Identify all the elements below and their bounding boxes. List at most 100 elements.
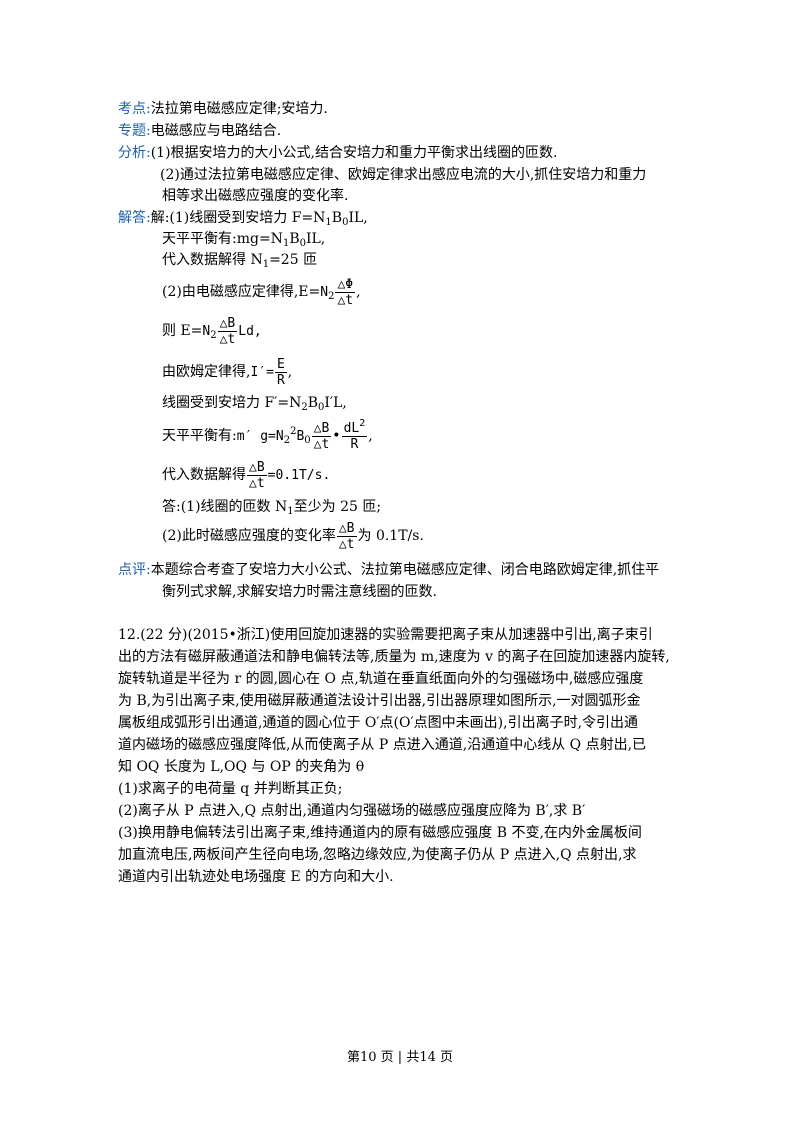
jieda-l4-pre: (2)由电磁感应定律得,E= <box>162 284 321 300</box>
jieda-l8-pre: 天平平衡有: <box>162 428 237 444</box>
problem12-q3-line2: 加直流电压,两板间产生径向电场,忽略边缘效应,为使离子仍从 P 点进入,Q 点射… <box>118 847 637 863</box>
problem12-q1: (1)求离子的电荷量 q 并判断其正负; <box>118 781 343 797</box>
jieda-l1-sub1: 1 <box>325 217 332 228</box>
fraction-denominator: R <box>276 372 285 388</box>
jieda-l1-sub2: 0 <box>342 217 349 228</box>
problem12-line5: 属板组成弧形引出通道,通道的圆心位于 O′点(O′点图中未画出),引出离子时,令… <box>118 715 639 731</box>
fraction-denominator: R <box>350 436 359 452</box>
jieda-l1: 解:(1)线圈受到安培力 F=N <box>150 210 326 226</box>
fraction-db-dt: △B△t <box>336 521 357 552</box>
jieda-l8-sup: 2 <box>290 426 297 437</box>
jieda-l11-pre: (2)此时磁感应强度的变化率 <box>162 528 336 544</box>
jieda-l7: 线圈受到安培力 F′=N <box>162 395 302 411</box>
jieda-l1-b: B <box>331 210 343 226</box>
jieda-l5-n: N <box>202 324 211 339</box>
jieda-line-2: 天平平衡有:mg=N1B0IL, <box>162 228 325 250</box>
fraction-denominator: △t <box>219 331 236 347</box>
jieda-l7-b: B <box>307 395 318 411</box>
fenxi-label: 分析: <box>118 145 151 161</box>
jieda-l10-end: 至少为 25 匝; <box>293 499 382 515</box>
jieda-l3-sub: 1 <box>262 259 270 270</box>
problem12-line3: 旋转轨道是半径为 r 的圆,圆心在 O 点,轨道在垂直纸面向外的匀强磁场中,磁感… <box>118 671 644 687</box>
zhuanti-line: 专题:电磁感应与电路结合. <box>118 120 281 142</box>
jieda-line-9: 代入数据解得△B△t=0.1T/s. <box>162 459 330 492</box>
jieda-l8-sub0: 0 <box>304 435 311 446</box>
jieda-l5-sub: 2 <box>210 330 217 341</box>
problem12-line4: 为 B,为引出离子束,使用磁屏蔽通道法设计引出器,引出器原理如图所示,一对圆弧形… <box>118 693 641 709</box>
fraction-numerator: △B <box>311 420 332 437</box>
jieda-l4-sub: 2 <box>328 291 335 302</box>
jieda-label: 解答: <box>118 210 151 226</box>
jieda-l8-end: , <box>368 428 373 444</box>
jieda-line-4: (2)由电磁感应定律得,E=N2△Φ△t, <box>162 276 361 309</box>
jieda-l7-sub2: 0 <box>318 402 325 413</box>
jieda-l4-end: , <box>356 284 361 300</box>
jieda-line-7: 线圈受到安培力 F′=N2B0I′L, <box>162 392 347 414</box>
fraction-db-dt: △B△t <box>311 420 332 452</box>
zhuanti-text: 电磁感应与电路结合. <box>150 123 282 139</box>
fraction-denominator: △t <box>338 536 355 552</box>
problem12-line7: 知 OQ 长度为 L,OQ 与 OP 的夹角为 θ <box>118 759 365 775</box>
jieda-l11-end: 为 0.1T/s. <box>357 528 424 544</box>
fenxi-line-1: 分析:(1)根据安培力的大小公式,结合安培力和重力平衡求出线圈的匝数. <box>118 142 557 164</box>
jieda-l5-pre: 则 E= <box>162 323 203 339</box>
jieda-l2-sub2: 0 <box>299 238 306 249</box>
jieda-l5-end: Ld, <box>238 324 262 339</box>
kaodian-label: 考点: <box>118 101 151 117</box>
jieda-l6-i: I′= <box>250 365 274 380</box>
kaodian-text: 法拉第电磁感应定律;安培力. <box>150 101 328 117</box>
fraction-numerator-text: dL <box>343 420 360 436</box>
jieda-l9-pre: 代入数据解得 <box>162 467 246 483</box>
jieda-l6-pre: 由欧姆定律得, <box>162 364 251 380</box>
jieda-l8-b: B <box>296 429 305 444</box>
jieda-line-10: 答:(1)线圈的匝数 N1至少为 25 匝; <box>162 496 381 518</box>
jieda-l3: 代入数据解得 N <box>162 252 263 268</box>
jieda-l4-n: N <box>320 285 329 300</box>
fraction-numerator: E <box>274 356 287 373</box>
jieda-l8-sub: 2 <box>283 435 291 446</box>
fenxi-p1: (1)根据安培力的大小公式,结合安培力和重力平衡求出线圈的匝数. <box>150 145 558 161</box>
jieda-l1-end: IL, <box>348 210 368 226</box>
fraction-numerator: △B <box>247 459 267 476</box>
fraction-denominator: △t <box>313 436 330 452</box>
jieda-l7-sub1: 2 <box>301 402 308 413</box>
fraction-dphi-dt: △Φ△t <box>335 276 356 308</box>
problem12-q3-line3: 通道内引出轨迹处电场强度 E 的方向和大小. <box>118 869 394 885</box>
multiply-dot: • <box>332 428 341 444</box>
problem12-q2: (2)离子从 P 点进入,Q 点射出,通道内匀强磁场的磁感应强度应降为 B′,求… <box>118 803 586 819</box>
fraction-numerator: △Φ <box>335 276 356 293</box>
jieda-l7-end: I′L, <box>324 395 347 411</box>
jieda-line-1: 解答:解:(1)线圈受到安培力 F=N1B0IL, <box>118 207 368 229</box>
problem12-q3-line1: (3)换用静电偏转法引出离子束,维持通道内的原有磁感应强度 B 不变,在内外金属… <box>118 825 642 841</box>
jieda-l10: 答:(1)线圈的匝数 N <box>162 499 288 515</box>
page-footer: 第10 页 | 共14 页 <box>347 1050 453 1065</box>
dianping-label: 点评: <box>118 562 151 578</box>
jieda-l2: 天平平衡有:mg=N <box>162 231 283 247</box>
jieda-l9-end: =0.1T/s. <box>267 468 331 483</box>
problem12-line1: 12.(22 分)(2015•浙江)使用回旋加速器的实验需要把离子束从加速器中引… <box>118 627 653 643</box>
fraction-db-dt: △B△t <box>247 460 267 491</box>
dianping-line1: 本题综合考查了安培力大小公式、法拉第电磁感应定律、闭合电路欧姆定律,抓住平 <box>150 562 660 578</box>
jieda-l2-end: IL, <box>305 231 326 247</box>
jieda-l6-end: , <box>287 364 293 380</box>
zhuanti-label: 专题: <box>118 123 151 139</box>
dianping-line-1: 点评:本题综合考查了安培力大小公式、法拉第电磁感应定律、闭合电路欧姆定律,抓住平 <box>118 559 659 581</box>
kaodian-line: 考点:法拉第电磁感应定律;安培力. <box>118 98 328 120</box>
fraction-numerator: dL2 <box>341 418 368 437</box>
fraction-denominator: △t <box>337 292 354 308</box>
fenxi-p2-line1: (2)通过法拉第电磁感应定律、欧姆定律求出感应电流的大小,抓住安培力和重力 <box>160 167 647 183</box>
problem12-line2: 出的方法有磁屏蔽通道法和静电偏转法等,质量为 m,速度为 v 的离子在回旋加速器… <box>118 649 670 665</box>
dianping-line2: 衡列式求解,求解安培力时需注意线圈的匝数. <box>162 584 437 600</box>
fenxi-p2-line2: 相等求出磁感应强度的变化率. <box>162 188 349 204</box>
jieda-line-3: 代入数据解得 N1=25 匝 <box>162 249 317 271</box>
fraction-denominator: △t <box>249 475 265 491</box>
jieda-l3-end: =25 匝 <box>269 252 318 268</box>
fraction-numerator: △B <box>217 315 238 332</box>
